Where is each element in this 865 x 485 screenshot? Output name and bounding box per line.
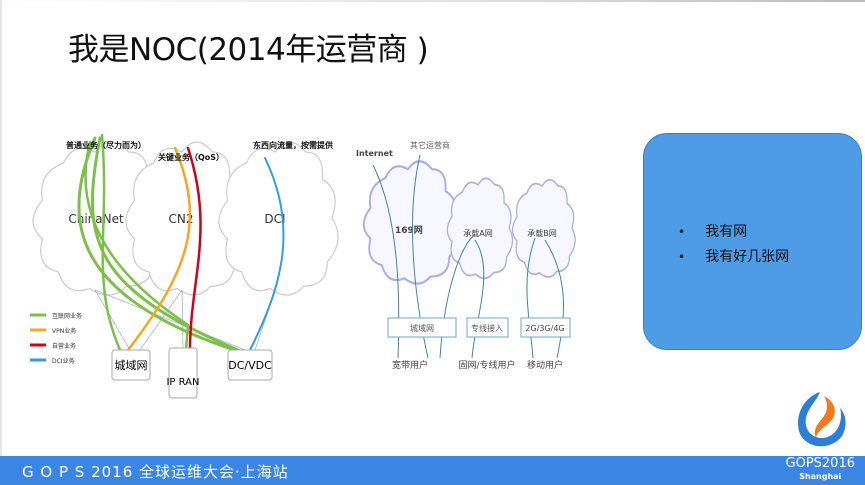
- internet-line: [100, 133, 122, 352]
- bullet-item: 我有网: [705, 220, 789, 245]
- internet-line: [84, 140, 190, 352]
- svg-text:VPN业务: VPN业务: [52, 327, 76, 335]
- access-label: 专线接入: [471, 323, 503, 333]
- node-metro: [111, 349, 151, 381]
- brand-name: GOPS2016: [785, 456, 855, 471]
- access-box: [387, 317, 457, 338]
- cloud-169: [362, 160, 459, 285]
- access-box: [466, 317, 509, 338]
- annotation: 普通业务（尽力而为）: [66, 140, 146, 150]
- node-label: IP RAN: [166, 377, 199, 388]
- node-ipran: [168, 347, 198, 399]
- left-divider: [0, 0, 2, 456]
- svg-text:自营业务: 自营业务: [52, 342, 76, 350]
- top-divider: [0, 0, 865, 2]
- gops-logo-icon: [798, 392, 846, 447]
- annotation: 关键业务（QoS）: [158, 152, 224, 162]
- internet-label: Internet: [356, 149, 393, 158]
- node-label: 城域网: [115, 359, 148, 372]
- annotation: 东西向流量，按需提供: [253, 140, 333, 150]
- network-diagrams: ChinaNet CN2 DCI 普通业务（尽力而为） 关键业务（QoS） 东西…: [30, 133, 577, 399]
- cloud-label: ChinaNet: [68, 212, 124, 226]
- cloud-label: 169网: [395, 225, 423, 236]
- dci-line: [249, 157, 285, 351]
- cloud-label: 承载B网: [527, 228, 557, 238]
- brand-city: Shanghai: [799, 472, 842, 481]
- access-label: 城域网: [410, 323, 434, 333]
- user-label: 宽带用户: [392, 359, 428, 371]
- bullet-item: 我有好几张网: [705, 245, 789, 270]
- svg-text:DCI业务: DCI业务: [52, 357, 75, 365]
- callout-box: 我有网 我有好几张网: [643, 133, 862, 350]
- slide-title: 我是NOC(2014年运营商 ): [68, 32, 429, 68]
- footer-text: G O P S 2016 全球运维大会·上海站: [22, 463, 289, 481]
- cloud-label: DCI: [264, 212, 285, 226]
- user-label: 固网/专线用户: [458, 359, 515, 371]
- access-label: 2G/3G/4G: [525, 324, 564, 333]
- other-carrier-label: 其它运营商: [410, 140, 450, 150]
- node-dc: [227, 349, 273, 381]
- svg-text:互联网业务: 互联网业务: [52, 312, 82, 320]
- footer-bar: G O P S 2016 全球运维大会·上海站 GOPS2016 Shangha…: [0, 456, 865, 485]
- internet-line: [90, 136, 252, 357]
- self-service-line: [186, 146, 202, 352]
- user-label: 移动用户: [527, 359, 563, 371]
- bullet-list: 我有网 我有好几张网: [705, 220, 789, 270]
- footer-brand: GOPS2016 Shanghai: [786, 456, 855, 482]
- legend: 互联网业务 VPN业务 自营业务 DCI业务: [30, 312, 82, 365]
- node-label: DC/VDC: [228, 359, 272, 372]
- vpn-line: [126, 146, 192, 352]
- cloud-label: CN2: [169, 212, 194, 226]
- cloud-label: 承载A网: [463, 228, 492, 238]
- access-box: [520, 317, 571, 338]
